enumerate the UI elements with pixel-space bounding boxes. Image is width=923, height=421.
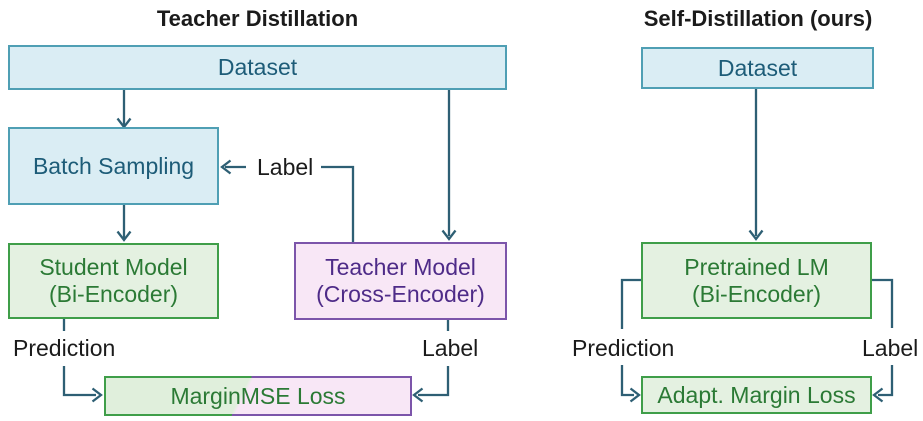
node-batch-sampling: Batch Sampling <box>8 127 219 205</box>
line-pretrained-lm-to-label <box>871 278 894 328</box>
line-teacher-model-to-label <box>321 165 355 242</box>
node-adapt-margin-loss: Adapt. Margin Loss <box>641 376 872 414</box>
node-teacher-model: Teacher Model (Cross-Encoder) <box>294 242 507 320</box>
node-dataset-right-label: Dataset <box>717 54 798 81</box>
arrow-label-to-batch-sampling <box>220 159 246 175</box>
annotation-prediction-right: Prediction <box>572 335 675 361</box>
annotation-label-right: Label <box>862 335 919 361</box>
node-student-model-sublabel: (Bi-Encoder) <box>48 281 179 307</box>
line-pretrained-lm-to-prediction <box>620 278 641 329</box>
node-teacher-model-sublabel: (Cross-Encoder) <box>316 281 485 307</box>
node-teacher-model-label: Teacher Model <box>325 254 476 280</box>
node-pretrained-lm-label: Pretrained LM <box>684 253 829 280</box>
annotation-label-mid: Label <box>257 154 314 180</box>
node-student-model-label: Student Model <box>39 254 188 280</box>
annotation-label-bottom-left: Label <box>422 335 479 361</box>
node-adapt-margin-loss-label: Adapt. Margin Loss <box>657 381 856 408</box>
arrow-dataset-to-teacher-model <box>441 89 457 241</box>
node-dataset-right: Dataset <box>641 47 874 89</box>
arrow-dataset-to-batch-sampling <box>116 89 132 129</box>
left-diagram-title: Teacher Distillation <box>156 6 359 31</box>
right-diagram-title: Self-Distillation (ours) <box>643 6 873 31</box>
arrow-prediction-to-marginmse-loss <box>62 366 103 403</box>
node-dataset-left: Dataset <box>8 45 507 90</box>
node-marginmse-loss: MarginMSE Loss <box>104 376 412 416</box>
arrow-label-to-adapt-margin-loss <box>872 365 894 403</box>
node-student-model: Student Model (Bi-Encoder) <box>8 243 219 319</box>
arrow-dataset-to-pretrained-lm <box>748 88 764 241</box>
node-batch-sampling-label: Batch Sampling <box>32 152 195 179</box>
node-marginmse-loss-label: MarginMSE Loss <box>170 382 346 409</box>
arrow-prediction-to-adapt-margin-loss <box>620 365 641 403</box>
arrow-label-to-marginmse-loss <box>412 366 450 403</box>
node-dataset-left-label: Dataset <box>217 54 298 80</box>
node-pretrained-lm-sublabel: (Bi-Encoder) <box>691 280 822 307</box>
node-pretrained-lm: Pretrained LM (Bi-Encoder) <box>641 242 872 319</box>
arrow-batch-sampling-to-student-model <box>116 204 132 242</box>
annotation-prediction-left: Prediction <box>13 335 116 361</box>
